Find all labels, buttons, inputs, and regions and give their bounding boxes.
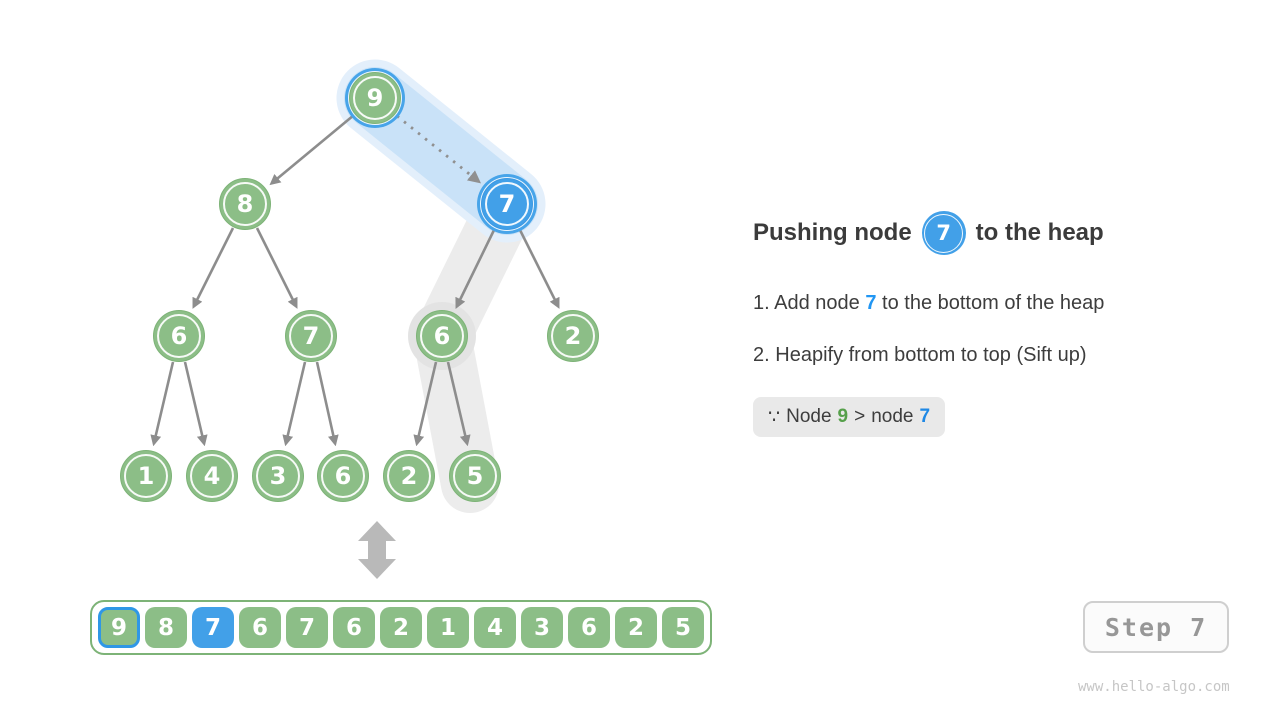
array-cell: 6: [239, 607, 281, 648]
tree-edge: [255, 227, 298, 309]
tree-node: 3: [252, 450, 304, 502]
tree-node: 5: [449, 450, 501, 502]
note-green-value: 9: [837, 406, 849, 427]
tree-edge: [282, 361, 307, 447]
title-text-post: to the heap: [975, 219, 1104, 246]
note-blue-value: 7: [919, 406, 931, 427]
tree-node: 6: [153, 310, 205, 362]
tree-node: 6: [416, 310, 468, 362]
tree-edge: [455, 227, 497, 309]
array-cell-inserted: 7: [192, 607, 234, 648]
instruction-step-1: 1. Add node 7 to the bottom of the heap: [753, 292, 1104, 315]
tree-node: 8: [219, 178, 271, 230]
step-text: Add node: [774, 292, 866, 314]
array-cell: 2: [380, 607, 422, 648]
step-indicator: Step 7: [1083, 601, 1229, 653]
comparison-note: ∵ Node 9 > node 7: [753, 397, 946, 437]
step-highlight-value: 7: [865, 292, 877, 314]
tree-edge: [192, 227, 235, 309]
tree-node: 6: [317, 450, 369, 502]
because-symbol: ∵: [768, 406, 781, 428]
tree-edge: [413, 361, 438, 447]
array-cell: 1: [427, 607, 469, 648]
step-number: 2.: [753, 344, 770, 366]
node-7-badge: 7: [921, 211, 966, 255]
swap-updown-icon: [358, 521, 396, 579]
tree-edge: [150, 361, 175, 447]
tree-node: 7: [285, 310, 337, 362]
panel-title: Pushing node 7 to the heap: [753, 211, 1104, 255]
array-cell: 2: [615, 607, 657, 648]
step-number: 1.: [753, 292, 770, 314]
note-operator: >: [854, 406, 866, 427]
tree-node-root: 9: [349, 72, 401, 124]
tree-node: 1: [120, 450, 172, 502]
array-cell-compared: 9: [98, 607, 140, 648]
array-cell: 4: [474, 607, 516, 648]
array-cell: 3: [521, 607, 563, 648]
watermark: www.hello-algo.com: [1078, 679, 1230, 695]
tree-node: 2: [547, 310, 599, 362]
tree-edge: [315, 361, 339, 447]
step-text: Heapify from bottom to top (Sift up): [775, 344, 1087, 366]
tree-edge: [269, 113, 355, 186]
tree-edges: [150, 113, 560, 447]
tree-node-inserted: 7: [481, 178, 533, 230]
array-cell: 6: [568, 607, 610, 648]
tree-edge: [446, 361, 471, 447]
array-cell: 6: [333, 607, 375, 648]
array-cell: 7: [286, 607, 328, 648]
instruction-step-2: 2. Heapify from bottom to top (Sift up): [753, 344, 1087, 367]
title-text-pre: Pushing node: [753, 219, 912, 246]
tree-node: 2: [383, 450, 435, 502]
step-text: to the bottom of the heap: [876, 292, 1105, 314]
array-cell: 8: [145, 607, 187, 648]
note-word: Node: [786, 406, 832, 427]
tree-edge: [183, 361, 208, 447]
tree-node: 4: [186, 450, 238, 502]
array-cell: 5: [662, 607, 704, 648]
tree-edge: [517, 227, 560, 309]
note-word: node: [871, 406, 914, 427]
heap-array: 9 8 7 6 7 6 2 1 4 3 6 2 5: [90, 600, 712, 655]
